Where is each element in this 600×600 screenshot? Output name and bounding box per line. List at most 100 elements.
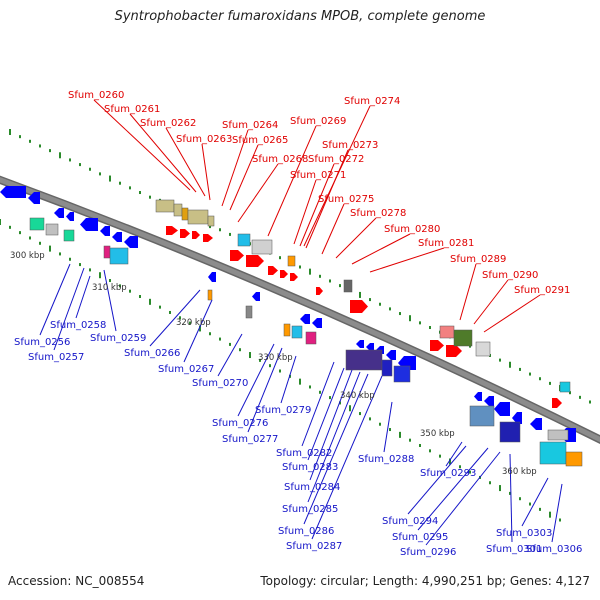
inner-tick-mark [329,396,331,400]
reverse-leader-line [247,347,283,433]
gene-block [29,217,45,231]
forward-gene-arrow [350,300,368,313]
inner-tick-mark [379,422,381,426]
gene-block [547,429,569,441]
outer-tick-mark [279,256,281,260]
inner-tick-mark [549,511,551,518]
forward-gene-arrow [446,345,462,357]
forward-gene-label: Sfum_0274 [344,96,400,107]
reverse-leader-line [53,267,85,351]
forward-gene-label: Sfum_0272 [308,154,364,165]
reverse-gene-label: Sfum_0296 [400,547,456,558]
forward-gene-label: Sfum_0273 [322,140,378,151]
outer-tick-mark [9,129,11,135]
forward-gene-label: Sfum_0281 [418,238,474,249]
gene-block [291,325,303,339]
reverse-gene-arrow [208,272,216,282]
outer-tick-mark [59,152,61,159]
reverse-gene-arrow [66,212,74,221]
reverse-leader-line [39,263,71,336]
reverse-gene-arrow [366,343,374,351]
reverse-gene-label: Sfum_0288 [358,454,414,465]
inner-tick-mark [219,337,221,341]
inner-tick-mark [99,272,101,279]
gene-block [207,215,215,227]
reverse-gene-label: Sfum_0267 [158,364,214,375]
forward-leader-line [93,99,191,191]
reverse-gene-label: Sfum_0258 [50,320,106,331]
reverse-leader-line [237,343,275,417]
forward-gene-label: Sfum_0261 [104,104,160,115]
gene-block [45,223,59,236]
gene-block [469,405,495,427]
reverse-gene-label: Sfum_0285 [282,504,338,515]
gene-block [475,341,491,357]
inner-tick-mark [139,295,141,298]
gene-block [251,239,273,255]
outer-tick-mark [109,175,111,182]
tick-label: 360 kbp [502,467,537,477]
forward-leader-line [237,163,279,223]
gene-block [155,199,175,213]
reverse-gene-arrow [356,340,364,348]
inner-tick-mark [149,298,151,305]
forward-leader-line [201,143,211,201]
inner-tick-mark [199,325,201,332]
inner-tick-mark [499,485,501,492]
inner-tick-mark [249,352,251,359]
inner-tick-mark [0,219,1,225]
reverse-gene-arrow [484,396,494,406]
inner-tick-mark [9,225,11,229]
outer-tick-mark [399,312,401,316]
reverse-leader-line [103,269,117,332]
reverse-gene-label: Sfum_0256 [14,337,70,348]
forward-leader-line [459,263,477,321]
inner-tick-mark [369,417,371,421]
inner-tick-mark [509,491,511,495]
outer-tick-mark [369,298,371,302]
reverse-gene-label: Sfum_0303 [496,528,552,539]
inner-tick-mark [49,245,51,252]
forward-gene-arrow [203,234,213,242]
inner-tick-mark [319,390,321,394]
reverse-gene-arrow [100,226,110,236]
reverse-leader-line [445,441,463,467]
forward-gene-label: Sfum_0290 [482,270,538,281]
reverse-leader-line [311,375,383,540]
reverse-gene-label: Sfum_0276 [212,418,268,429]
gene-block [343,279,353,293]
forward-gene-label: Sfum_0263 [176,134,232,145]
inner-tick-mark [159,305,161,309]
reverse-leader-line [183,299,213,363]
outer-tick-mark [49,149,51,153]
inner-tick-mark [179,316,181,320]
reverse-leader-line [307,367,345,461]
reverse-gene-label: Sfum_0293 [420,468,476,479]
gene-block [559,381,571,393]
forward-gene-arrow [180,229,190,238]
gene-block [283,323,291,337]
reverse-gene-label: Sfum_0266 [124,348,180,359]
gene-block [539,441,567,465]
reverse-leader-line [383,401,393,453]
forward-gene-arrow [430,340,444,351]
forward-leader-line [369,247,445,273]
reverse-gene-arrow [0,186,26,198]
inner-tick-mark [169,310,171,314]
forward-leader-line [293,179,317,245]
reverse-leader-line [309,369,353,481]
reverse-gene-arrow [54,208,64,218]
gene-block [381,359,393,377]
forward-gene-arrow [280,270,288,278]
inner-tick-mark [299,378,301,385]
reverse-gene-arrow [474,392,482,401]
gene-block [63,229,75,242]
outer-tick-mark [299,265,301,269]
inner-tick-mark [129,289,131,293]
outer-tick-mark [569,391,571,395]
backbone-arc [0,177,600,443]
reverse-gene-label: Sfum_0257 [28,352,84,363]
gene-block [439,325,455,339]
gene-block [287,255,296,267]
